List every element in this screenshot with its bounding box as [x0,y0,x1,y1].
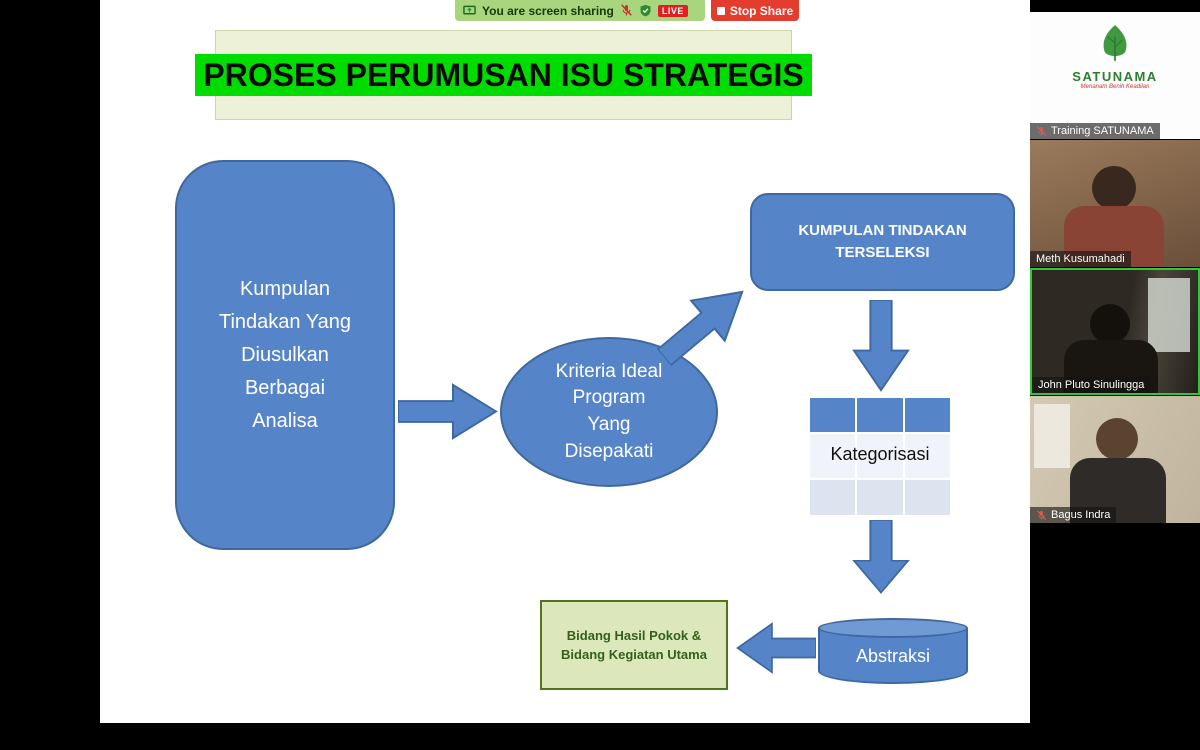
table-cell [857,434,903,478]
table-cell [810,398,856,432]
participant-name-tag: Training SATUNAMA [1030,123,1160,139]
table-cell [810,480,856,515]
shared-slide: You are screen sharing LIVE Stop Share P… [100,0,1030,723]
slide-title: PROSES PERUMUSAN ISU STRATEGIS [195,53,812,97]
window-light [1148,278,1190,352]
mic-muted-icon [1036,509,1047,521]
arrow-right-icon [398,383,498,440]
screen-share-icon [463,4,476,17]
participant-name: Meth Kusumahadi [1036,253,1125,265]
leaf-logo-icon [1094,22,1136,64]
participant-name-tag: Meth Kusumahadi [1030,251,1131,267]
video-tile-training-satunama[interactable]: SATUNAMA Menanam Benih Keadilan Training… [1030,12,1200,139]
logo-tagline: Menanam Benih Keadilan [1080,84,1150,90]
live-badge: LIVE [657,4,688,17]
table-cell [904,434,950,478]
participant-name-tag: Bagus Indra [1030,507,1117,523]
security-shield-icon [639,4,652,17]
table-cell [904,480,950,515]
criteria-ellipse: Kriteria Ideal Program Yang Disepakati [500,337,718,487]
result-box: Bidang Hasil Pokok & Bidang Kegiatan Uta… [540,600,728,690]
participants-panel: SATUNAMA Menanam Benih Keadilan Training… [1030,0,1200,750]
mic-muted-icon [1036,125,1047,137]
source-actions-box: Kumpulan Tindakan Yang Diusulkan Berbaga… [175,160,395,550]
cylinder-top [818,618,968,638]
arrow-up-right-icon [646,269,762,379]
participant-name: Bagus Indra [1051,509,1111,521]
video-tile-john-pluto-sinulingga[interactable]: John Pluto Sinulingga [1030,268,1200,395]
person-silhouette [1092,166,1136,210]
video-tile-bagus-indra[interactable]: Bagus Indra [1030,396,1200,523]
table-cell [857,398,903,432]
abstraction-cylinder: Abstraksi [818,618,968,684]
table-cell [904,398,950,432]
participant-name: John Pluto Sinulingga [1038,379,1145,391]
arrow-down-icon [852,520,910,594]
window-light [1034,404,1070,468]
arrow-left-icon [736,622,816,674]
person-silhouette [1090,304,1130,344]
video-tile-meth-kusumahadi[interactable]: Meth Kusumahadi [1030,140,1200,267]
arrow-down-icon [852,300,910,392]
participant-name: Training SATUNAMA [1051,125,1154,137]
selected-actions-box: KUMPULAN TINDAKAN TERSELEKSI [750,193,1015,291]
abstraction-label: Abstraksi [855,646,931,666]
table-cell [810,434,856,478]
stop-share-label: Stop Share [729,3,794,18]
screen-sharing-bar: You are screen sharing LIVE [455,0,705,21]
stop-share-button[interactable]: Stop Share [711,0,799,21]
table-cell [857,480,903,515]
categorization-label: Kategorisasi [830,444,930,464]
participant-name-tag: John Pluto Sinulingga [1032,377,1151,393]
person-silhouette [1096,418,1138,460]
stop-icon [716,6,725,15]
slide-title-banner: PROSES PERUMUSAN ISU STRATEGIS [195,30,812,120]
categorization-table [810,398,950,515]
logo-text: SATUNAMA [1072,69,1158,84]
mic-muted-icon [620,4,633,17]
sharing-status-text: You are screen sharing [482,3,614,18]
satunama-logo: SATUNAMA Menanam Benih Keadilan [1030,22,1200,90]
